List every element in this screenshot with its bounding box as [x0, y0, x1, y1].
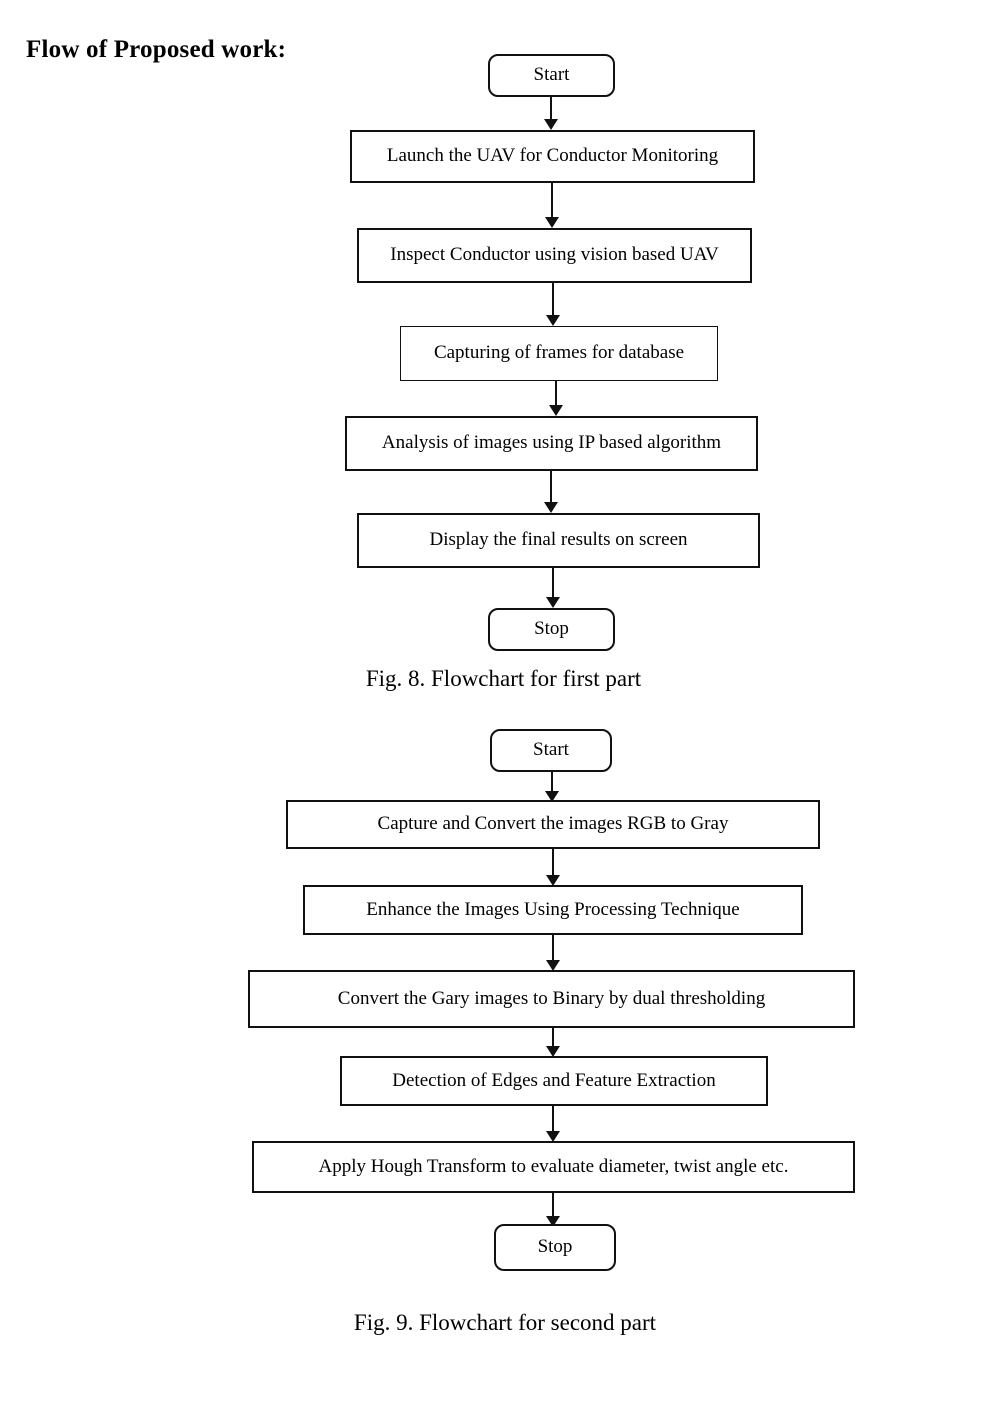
flow-node-label: Stop — [537, 1236, 573, 1258]
flow-node-label: Capture and Convert the images RGB to Gr… — [377, 813, 729, 835]
flow-node-label: Apply Hough Transform to evaluate diamet… — [318, 1155, 789, 1177]
flow-node-label: Enhance the Images Using Processing Tech… — [366, 898, 740, 920]
flow-node-f9-step-2[interactable]: Enhance the Images Using Processing Tech… — [303, 885, 803, 935]
flow-node-f9-step-1[interactable]: Capture and Convert the images RGB to Gr… — [286, 800, 820, 849]
flow-node-label: Detection of Edges and Feature Extractio… — [392, 1069, 716, 1091]
flow-node-f9-step-5[interactable]: Apply Hough Transform to evaluate diamet… — [252, 1141, 855, 1193]
flow-node-f8-start[interactable]: Start — [488, 54, 615, 97]
flow-node-f9-step-3[interactable]: Convert the Gary images to Binary by dua… — [248, 970, 855, 1028]
figure-8-caption: Fig. 8. Flowchart for first part — [365, 666, 642, 691]
flow-node-f8-step-2[interactable]: Inspect Conductor using vision based UAV — [357, 228, 752, 283]
figure-9-caption: Fig. 9. Flowchart for second part — [353, 1310, 657, 1335]
flow-node-label: Start — [533, 64, 570, 86]
flow-node-f8-stop[interactable]: Stop — [488, 608, 615, 651]
flow-node-label: Display the final results on screen — [429, 529, 688, 551]
flow-node-f8-step-3[interactable]: Capturing of frames for database — [400, 326, 718, 381]
page-title: Flow of Proposed work: — [26, 36, 287, 63]
flow-node-f8-step-4[interactable]: Analysis of images using IP based algori… — [345, 416, 758, 471]
flow-node-label: Launch the UAV for Conductor Monitoring — [386, 145, 719, 167]
flow-node-label: Capturing of frames for database — [433, 342, 685, 364]
flow-node-label: Stop — [534, 618, 569, 640]
flow-node-label: Inspect Conductor using vision based UAV — [390, 244, 719, 266]
flow-node-f9-start[interactable]: Start — [490, 729, 612, 772]
flow-node-f8-step-5[interactable]: Display the final results on screen — [357, 513, 760, 568]
flow-node-f9-step-4[interactable]: Detection of Edges and Feature Extractio… — [340, 1056, 768, 1106]
flow-node-f8-step-1[interactable]: Launch the UAV for Conductor Monitoring — [350, 130, 755, 183]
flow-node-label: Analysis of images using IP based algori… — [381, 432, 722, 454]
flow-node-label: Start — [533, 739, 569, 761]
flow-node-f9-stop[interactable]: Stop — [494, 1224, 616, 1271]
flow-node-label: Convert the Gary images to Binary by dua… — [337, 987, 766, 1009]
